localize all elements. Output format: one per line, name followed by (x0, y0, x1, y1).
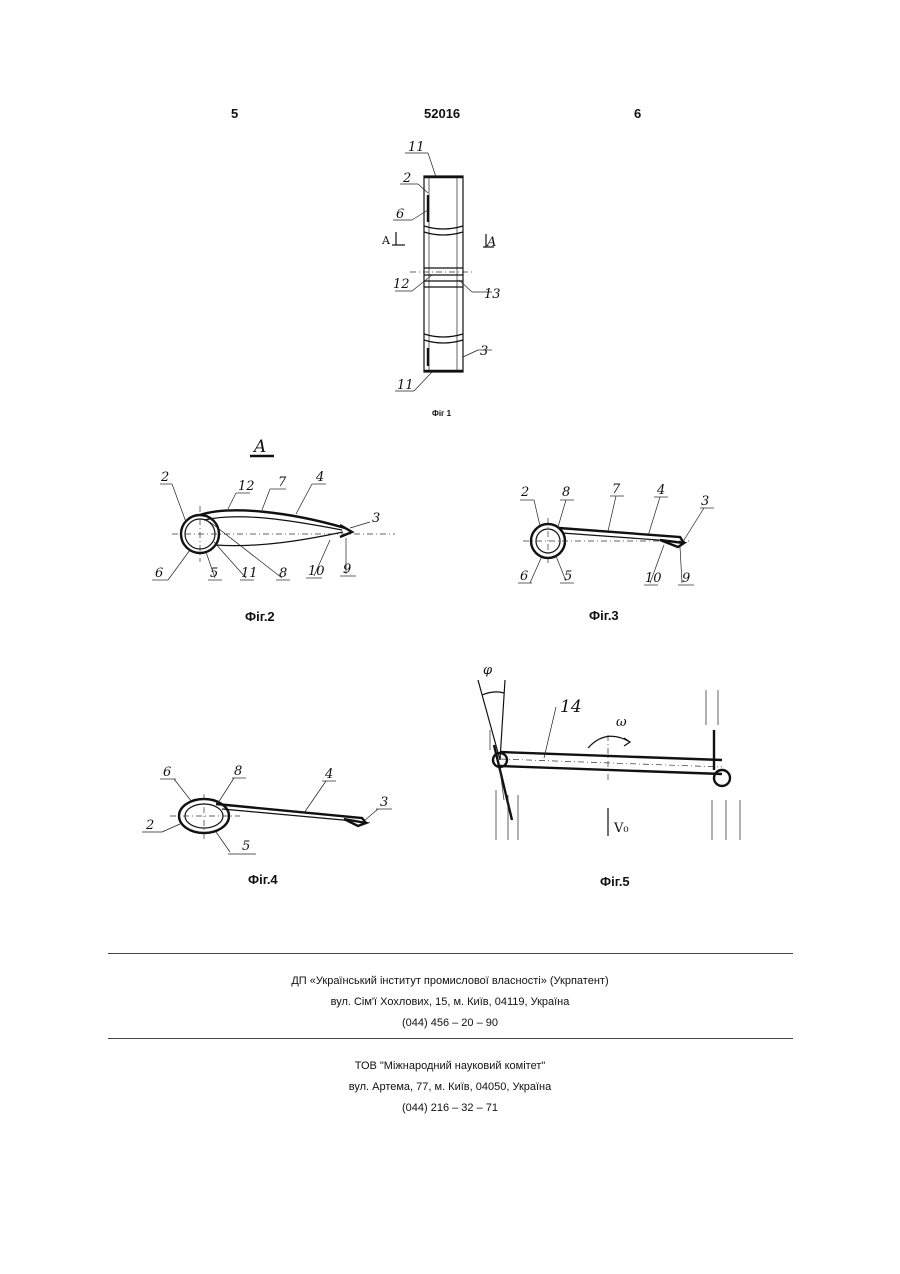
publisher-phone: (044) 456 – 20 – 90 (0, 1017, 900, 1029)
printer-name: ТОВ "Міжнародний науковий комітет" (0, 1060, 900, 1072)
publisher-name: ДП «Український інститут промислової вла… (0, 975, 900, 987)
fig5-caption: Фіг.5 (600, 874, 630, 889)
fig5-velocity-v0: V₀ (613, 821, 629, 836)
publisher-address: вул. Сім'ї Хохлових, 15, м. Київ, 04119,… (0, 996, 900, 1008)
fig5-omega: ω (616, 715, 627, 730)
fig5-angle-phi: φ (483, 663, 493, 678)
footer-divider-top (108, 953, 793, 954)
printer-phone: (044) 216 – 32 – 71 (0, 1102, 900, 1114)
fig5-label-14: 14 (560, 697, 582, 717)
printer-address: вул. Артема, 77, м. Київ, 04050, Україна (0, 1081, 900, 1093)
footer-divider-bottom (108, 1038, 793, 1039)
